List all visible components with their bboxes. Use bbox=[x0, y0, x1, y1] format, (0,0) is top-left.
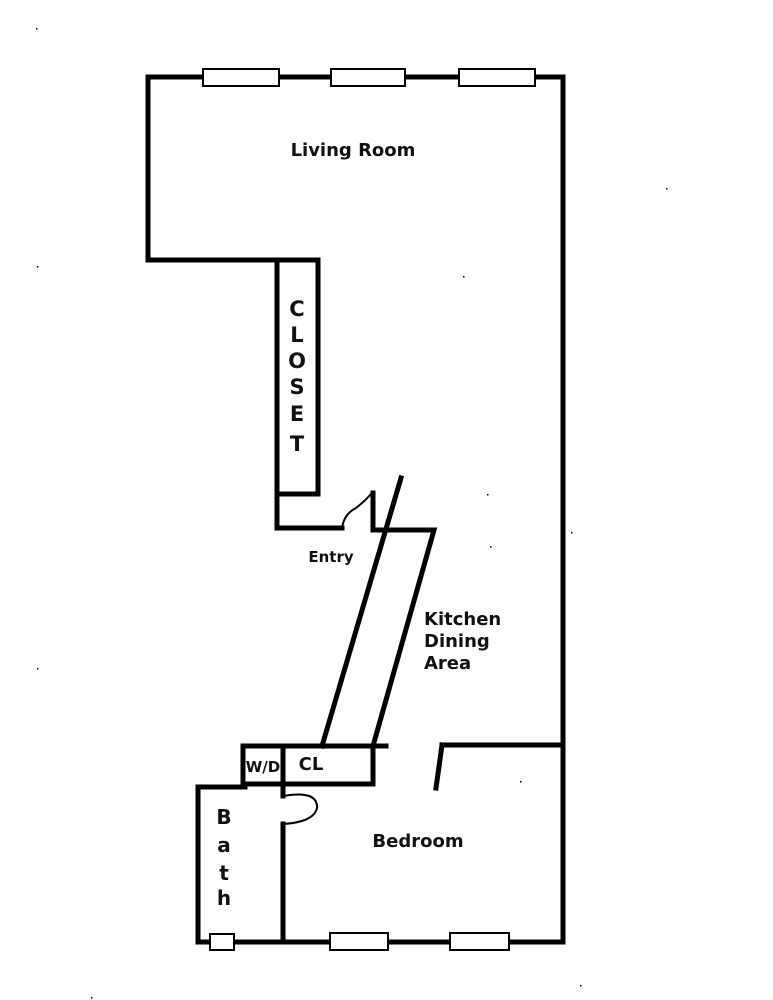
window-bedroom-1 bbox=[329, 932, 389, 951]
bedroom-label: Bedroom bbox=[372, 831, 463, 852]
south-windows bbox=[209, 932, 510, 951]
kitchen-label-line2: Dining bbox=[424, 631, 490, 652]
wall-living-north-west bbox=[145, 74, 566, 945]
wd-label: W/D bbox=[246, 758, 280, 776]
living-room-windows bbox=[202, 68, 536, 87]
bath-label: B a t h bbox=[216, 805, 231, 910]
closet: C L O S E T bbox=[274, 257, 321, 497]
entry-door-swing bbox=[341, 492, 373, 529]
bath-letter-a: a bbox=[217, 833, 231, 857]
cl-label: CL bbox=[299, 754, 324, 775]
window-living-2 bbox=[330, 68, 406, 87]
closet-letter-e: E bbox=[290, 402, 304, 426]
wall-diagonal bbox=[318, 474, 405, 750]
kitchen-label-line1: Kitchen bbox=[424, 609, 501, 630]
wall-entry bbox=[274, 491, 345, 531]
closet-letter-o: O bbox=[288, 349, 306, 373]
bath-door-swing bbox=[282, 793, 319, 825]
wall-bedroom-door-stub bbox=[433, 742, 445, 791]
closet-letter-c: C bbox=[289, 297, 304, 321]
bath-letter-b: B bbox=[216, 805, 231, 829]
utility-block: W/D CL bbox=[240, 743, 389, 787]
kitchen-label-line3: Area bbox=[424, 653, 471, 674]
window-bedroom-2 bbox=[449, 932, 510, 951]
closet-letter-l: L bbox=[290, 323, 303, 347]
window-bath bbox=[209, 933, 235, 951]
entry-area bbox=[274, 474, 438, 750]
exterior-walls bbox=[145, 74, 566, 945]
wall-kitchen-partition bbox=[369, 527, 438, 750]
window-living-1 bbox=[202, 68, 280, 87]
wall-utility bbox=[240, 743, 389, 787]
closet-walls bbox=[274, 257, 321, 497]
window-living-3 bbox=[458, 68, 536, 87]
closet-letter-s: S bbox=[289, 375, 304, 399]
bath-letter-h: h bbox=[217, 886, 231, 910]
bath-letter-t: t bbox=[219, 861, 229, 885]
entry-label: Entry bbox=[308, 548, 353, 566]
living-room-label: Living Room bbox=[291, 140, 416, 161]
scan-specks bbox=[36, 28, 668, 999]
bedroom-walls bbox=[280, 742, 566, 945]
closet-letter-t: T bbox=[290, 432, 305, 456]
